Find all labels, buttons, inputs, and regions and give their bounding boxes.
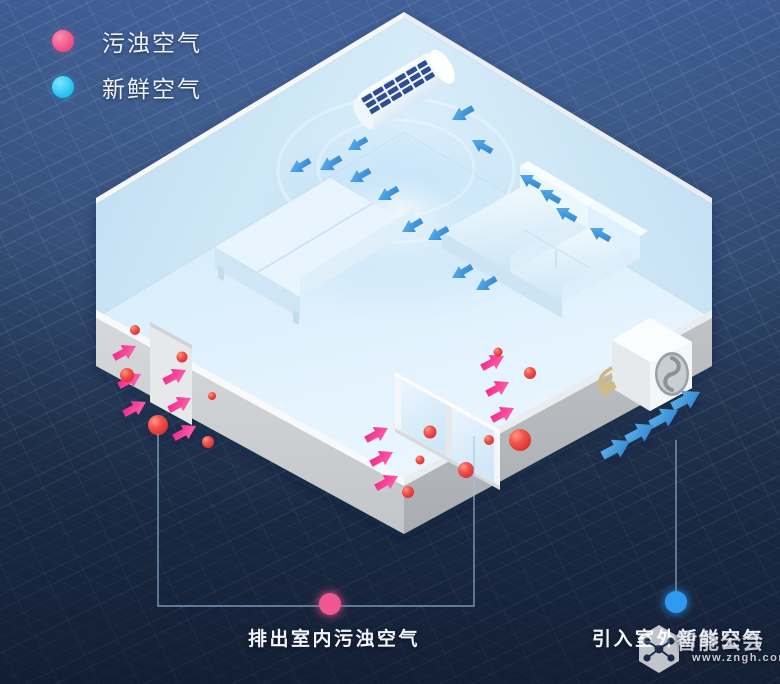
dot-icon-fresh (45, 69, 81, 105)
condenser-fan (655, 352, 689, 396)
legend-item-fresh-air[interactable]: 新鲜空气 (45, 64, 202, 110)
callout-label-exhaust: 排出室内污浊空气 (248, 629, 421, 650)
indoor-fresh-air-arrows (290, 105, 612, 291)
leader-exhaust-bracket (157, 434, 475, 607)
watermark-title: 智能公会 (676, 631, 764, 654)
pollution-particles (120, 325, 536, 498)
ceiling-air-conditioner (352, 49, 455, 130)
dot-icon-polluted (45, 23, 81, 59)
legend-label-fresh: 新鲜空气 (102, 76, 202, 102)
watermark-url: www.zngh.com (692, 652, 780, 664)
outdoor-condenser-unit (598, 318, 692, 411)
tv-cabinet (215, 178, 415, 325)
room-back-left-wall (96, 18, 404, 318)
room-rim-back-left (96, 12, 404, 204)
legend-label-polluted: 污浊空气 (102, 30, 202, 56)
intake-arrows-outdoor (600, 390, 700, 460)
sectional-sofa (442, 161, 648, 318)
exhaust-arrows-left-wall (112, 345, 196, 441)
callout-leaders (157, 434, 677, 607)
room-box (96, 12, 712, 534)
watermark: 智能公会 www.zngh.com (632, 622, 780, 680)
legend-item-polluted-air[interactable]: 污浊空气 (45, 18, 202, 64)
legend: 污浊空气 新鲜空气 (45, 18, 202, 110)
callout-marker-exhaust (319, 593, 341, 615)
sliding-window (395, 372, 500, 490)
network-node-logo-icon (639, 625, 679, 673)
room-rim-back-right (404, 12, 712, 204)
exhaust-arrows-window (364, 355, 514, 491)
ac-vent-grille (361, 60, 435, 115)
callout-marker-intake (665, 591, 687, 613)
